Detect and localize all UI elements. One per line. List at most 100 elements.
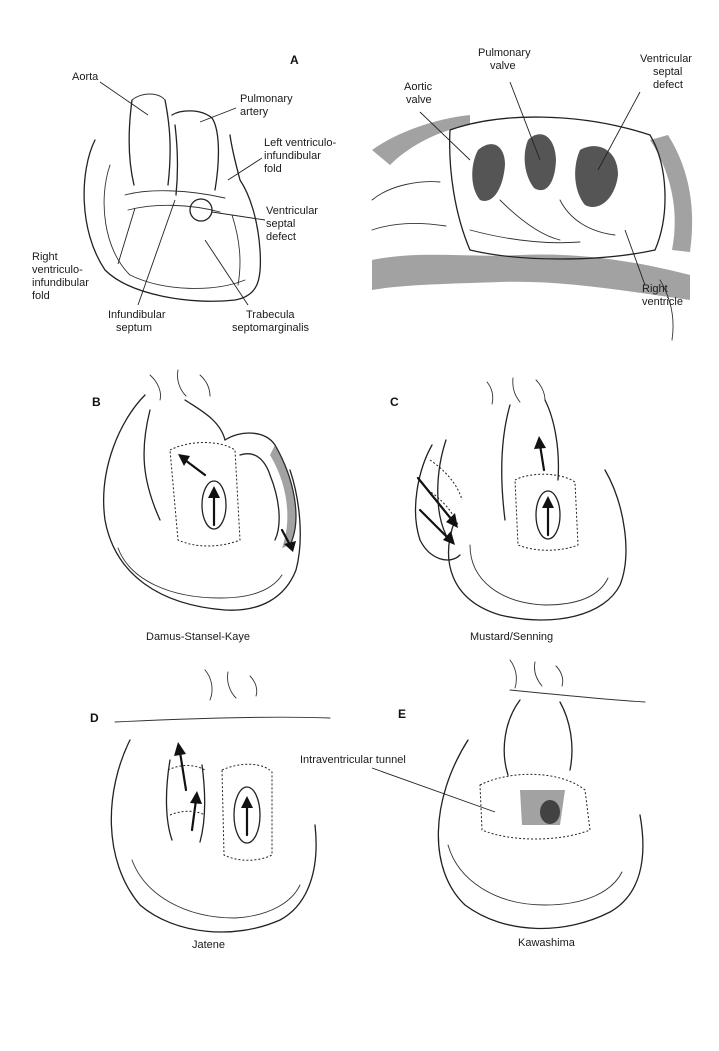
panel-c-vsd-patch: [535, 490, 561, 540]
panel-d-caption: Jatene: [192, 939, 225, 951]
panel-e-tunnel-suture: [479, 773, 591, 840]
label-pulmonary-artery: Pulmonary artery: [240, 93, 296, 118]
leader-aorta: [99, 81, 149, 116]
panel-a-schematic: A Aorta Pulmonary artery Left ventriculo…: [32, 53, 339, 334]
panel-c-patch-suture: [514, 473, 579, 551]
panel-b-conduit-shading: [270, 445, 296, 548]
panel-c-baffle-suture: [427, 459, 463, 526]
leader-trabecula: [204, 239, 249, 306]
label-aorta: Aorta: [72, 71, 99, 83]
leader-right-fold: [117, 207, 136, 265]
label-pulmonary-valve: Pulmonary valve: [478, 47, 534, 72]
panel-a-surgical-view: Aortic valve Pulmonary valve Ventricular…: [371, 47, 695, 341]
panel-a-trabecula: [231, 214, 241, 286]
panel-b-arrowhead-2: [208, 486, 220, 498]
panel-c-arrowhead-4: [542, 496, 554, 508]
panel-a-incision-outline: [449, 116, 666, 260]
panel-b-arrowhead-3: [284, 541, 296, 552]
panel-a-aortic-cavity: [472, 144, 505, 201]
panel-a-skin-folds: [371, 181, 674, 341]
panel-d-letter: D: [90, 711, 99, 725]
panel-d: D Jatene: [90, 669, 331, 951]
panel-c-arrow-3: [538, 443, 546, 472]
panel-a-heart-outline: [83, 134, 262, 302]
panel-e-letter: E: [398, 707, 406, 721]
panel-a-tissue-shading-right: [650, 135, 693, 252]
panel-a-septal-band: [124, 190, 226, 213]
leader-infundibular-septum: [137, 199, 176, 306]
panel-c-arrowhead-1: [446, 513, 458, 528]
panel-a-pulmonary-artery: [171, 110, 220, 196]
panel-c-heart-outline: [448, 469, 627, 621]
panel-c-aorta: [501, 399, 560, 521]
panel-a-vsd-circle: [189, 198, 213, 222]
panel-d-arrowhead-3: [241, 796, 253, 808]
panel-d-arrow-2: [190, 798, 198, 832]
label-trabecula-septomarginalis: Trabecula septomarginalis: [232, 309, 310, 334]
panel-b-inner-wall: [117, 547, 283, 599]
panel-b-arrow-3: [280, 528, 292, 547]
leader-right-ventricle: [624, 229, 646, 286]
panel-d-vsd-patch: [233, 786, 261, 844]
panel-a-tissue-shading-bottom: [372, 254, 690, 300]
panel-d-arrow-1: [178, 750, 188, 792]
label-right-ventricular-septal-defect: Ventricular septal defect: [640, 53, 695, 91]
panel-b-letter: B: [92, 395, 101, 409]
panel-c-arrow-1: [416, 476, 454, 522]
panel-d-heart-outline: [110, 739, 317, 933]
panel-b-vsd-patch: [201, 480, 227, 530]
leader-intraventricular-tunnel: [371, 767, 496, 813]
panel-d-arrowhead-1: [174, 742, 186, 756]
panel-c-inner-wall: [469, 544, 609, 606]
panel-a-inner-wall: [103, 164, 246, 289]
panel-e-great-vessels: [503, 699, 573, 776]
leader-left-fold: [227, 157, 263, 181]
leader-right-vsd: [597, 91, 641, 171]
panel-a-pulmonary-cavity: [524, 134, 556, 191]
panel-a-letter: A: [290, 53, 299, 67]
panel-e: E Intraventricular tunnel Kawashima: [300, 659, 646, 949]
panel-b-vessel-stubs: [149, 369, 211, 401]
label-left-ventriculo-infundibular-fold: Left ventriculo- infundibular fold: [264, 137, 339, 175]
panel-e-vsd-opening: [540, 800, 560, 824]
label-intraventricular-tunnel: Intraventricular tunnel: [300, 754, 406, 766]
panel-c-caption: Mustard/Senning: [470, 631, 553, 643]
panel-b-arrow-1: [183, 458, 207, 477]
panel-d-arrowhead-2: [190, 791, 202, 804]
panel-b-arrowhead-1: [178, 454, 190, 466]
panel-b-aorta: [143, 399, 226, 521]
panel-c-arrow-2: [418, 508, 450, 540]
panel-b-heart-outline: [103, 394, 301, 611]
panel-d-horizon: [114, 716, 331, 723]
panel-e-inner-wall: [447, 844, 623, 906]
leader-pulmonary-artery: [199, 107, 237, 123]
panel-e-heart-outline: [437, 739, 644, 930]
panel-a-vsd-cavity: [575, 146, 618, 207]
panel-b-caption: Damus-Stansel-Kaye: [146, 631, 250, 643]
panel-c-letter: C: [390, 395, 399, 409]
panel-a-aorta: [128, 99, 171, 186]
panel-d-great-vessels: [165, 759, 206, 843]
panel-c-arrowhead-3: [534, 436, 546, 449]
panel-d-inner-wall: [131, 859, 301, 919]
label-aortic-valve: Aortic valve: [404, 81, 435, 106]
panel-a-tissue-shading: [372, 115, 470, 165]
panel-b-patch-suture: [169, 442, 241, 547]
label-right-ventriculo-infundibular-fold: Right ventriculo- infundibular fold: [32, 251, 92, 302]
panel-a-aorta-top: [131, 93, 166, 101]
panel-e-vessel-stubs: [509, 659, 646, 703]
panel-d-anastomosis-suture: [167, 765, 206, 816]
panel-e-caption: Kawashima: [518, 937, 576, 949]
label-right-ventricle: Right ventricle: [642, 283, 683, 308]
panel-a-valve-leaflets: [469, 199, 616, 244]
panel-b: B Damus-Stansel-Kaye: [92, 369, 301, 643]
leader-aortic-valve: [419, 111, 471, 161]
leader-vsd: [211, 211, 266, 221]
panel-c: C Mustard/Senning: [390, 377, 627, 643]
panel-c-atrium: [414, 439, 461, 561]
panel-c-vessel-stubs: [486, 377, 546, 405]
panel-c-arrowhead-2: [443, 531, 455, 545]
label-ventricular-septal-defect: Ventricular septal defect: [266, 205, 321, 243]
panel-d-vessel-stubs: [204, 669, 258, 701]
